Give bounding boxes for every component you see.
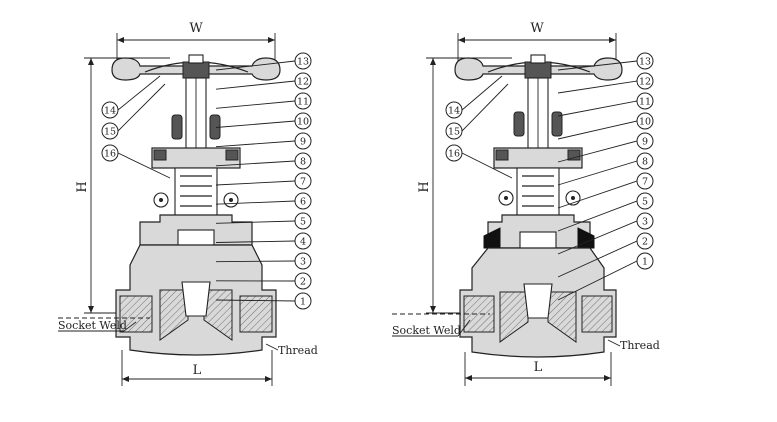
- callout-leader-line: [216, 101, 295, 108]
- callout-number: 1: [642, 257, 648, 268]
- callout-leader-line: [216, 121, 295, 128]
- thread-label: Thread: [620, 339, 660, 352]
- width-label: W: [530, 21, 544, 36]
- handwheel: [112, 55, 280, 80]
- callout-leader-line: [558, 121, 637, 139]
- callout-leader-line: [462, 84, 508, 131]
- socket-weld-label: Socket Weld: [58, 319, 127, 332]
- valve-diagram-left: W H: [58, 21, 318, 386]
- callout-number: 8: [300, 157, 306, 168]
- callout-number: 12: [639, 77, 651, 88]
- handwheel: [455, 55, 622, 80]
- callout-number: 7: [300, 177, 306, 188]
- callout-number: 10: [297, 117, 309, 128]
- callout-number: 5: [642, 197, 648, 208]
- callout-number: 8: [642, 157, 648, 168]
- height-label: H: [75, 181, 90, 192]
- callout-number: 10: [639, 117, 651, 128]
- socket-weld-label: Socket Weld: [392, 324, 461, 337]
- callout-number: 9: [642, 137, 648, 148]
- callout-leader-line: [558, 81, 637, 93]
- callout-number: 15: [448, 127, 460, 138]
- callout-leader-line: [216, 81, 295, 89]
- length-label: L: [193, 363, 202, 378]
- callout-number: 4: [300, 237, 306, 248]
- callout-number: 12: [297, 77, 309, 88]
- callout-number: 11: [297, 97, 309, 108]
- callout-number: 15: [104, 127, 116, 138]
- callout-number: 3: [300, 257, 306, 268]
- callout-number: 2: [642, 237, 648, 248]
- callout-leader-line: [118, 76, 160, 110]
- callout-number: 1: [300, 297, 306, 308]
- height-label: H: [417, 181, 432, 192]
- callout-number: 3: [642, 217, 648, 228]
- callout-number: 9: [300, 137, 306, 148]
- callout-number: 13: [297, 57, 309, 68]
- callout-number: 16: [104, 149, 116, 160]
- callout-number: 16: [448, 149, 460, 160]
- callout-number: 2: [300, 277, 306, 288]
- callout-leader-line: [216, 141, 295, 147]
- callout-number: 5: [300, 217, 306, 228]
- callout-leader-line: [462, 76, 502, 110]
- callout-number: 14: [448, 106, 460, 117]
- thread-label: Thread: [278, 344, 318, 357]
- callout-leader-line: [558, 101, 637, 116]
- callout-leader-line: [216, 181, 295, 185]
- valve-diagram-right: W H: [392, 21, 660, 386]
- callout-number: 6: [300, 197, 306, 208]
- callout-number: 13: [639, 57, 651, 68]
- callout-number: 11: [639, 97, 651, 108]
- width-label: W: [189, 21, 203, 36]
- callout-number: 14: [104, 106, 116, 117]
- callout-number: 7: [642, 177, 648, 188]
- length-label: L: [534, 360, 543, 375]
- valve-body: [392, 248, 616, 357]
